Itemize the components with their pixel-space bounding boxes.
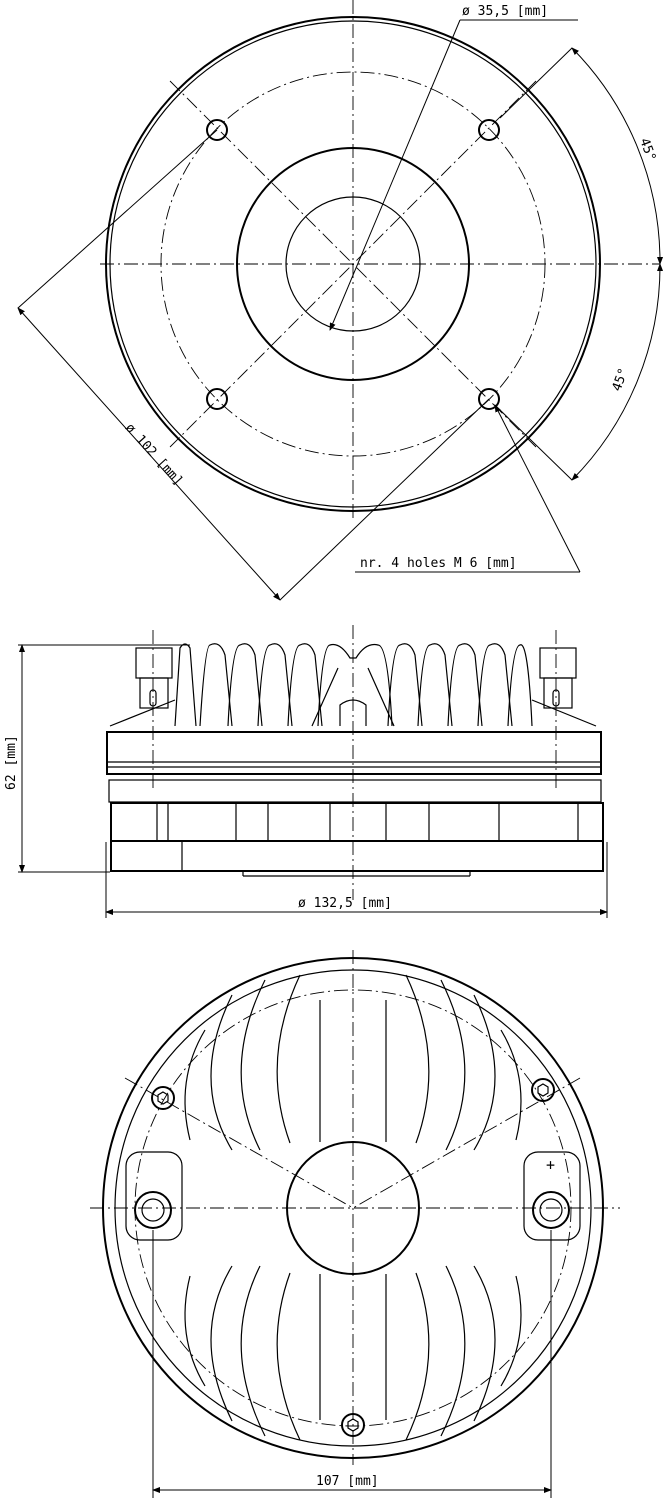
bolt-circle-dimension-line: [17, 307, 281, 601]
terminal-positive: +: [523, 1151, 581, 1241]
mounting-hole: [478, 388, 500, 410]
dim-outer-diameter: ø 132,5 [mm]: [298, 896, 392, 911]
positive-sign: +: [546, 1156, 555, 1174]
top-view: ø 35,5 [mm] 45° 45° ø 102 [mm] nr. 4 hol…: [17, 0, 664, 601]
angle-label-lower: 45°: [610, 366, 632, 393]
mounting-hole: [478, 119, 500, 141]
angle-arc-lower: [571, 263, 664, 481]
rear-cap: [242, 871, 471, 877]
inner-diameter-leader: [329, 19, 461, 331]
bolt-circle-extension-line: [279, 398, 490, 601]
ring: [108, 779, 602, 803]
mounting-hole: [206, 119, 228, 141]
hex-socket-icon: [347, 1418, 359, 1432]
bolt-circle-extension-line: [17, 129, 218, 309]
terminal-left: [135, 647, 173, 709]
angle-label-upper: 45°: [636, 136, 658, 163]
bolt-hole-bottom: [341, 1413, 365, 1437]
bolt-hole-centerline: [352, 1077, 581, 1209]
angle-arc-upper: [571, 47, 664, 265]
hex-socket-icon: [157, 1091, 169, 1105]
angle-extension-line: [499, 47, 573, 119]
magnet: [110, 802, 604, 842]
bolt-hole-centerline: [124, 1077, 354, 1209]
dim-inner-diameter: ø 35,5 [mm]: [462, 4, 548, 19]
holes-note: nr. 4 holes M 6 [mm]: [360, 556, 517, 571]
bolt-hole-left: [151, 1086, 175, 1110]
rear-fins: [184, 974, 522, 1441]
magnet-segment-lines: [156, 803, 579, 841]
terminal-negative: [125, 1151, 183, 1241]
front-flange: [106, 731, 602, 775]
bottom-view: + 107 [mm]: [90, 950, 620, 1498]
diagonal-centerline: [169, 80, 537, 448]
dim-terminal-spacing: 107 [mm]: [316, 1474, 379, 1489]
heatsink-fins: [109, 643, 597, 727]
angle-extension-line: [499, 409, 573, 481]
back-plate: [110, 840, 604, 872]
hex-socket-icon: [537, 1083, 549, 1097]
dim-height: 62 [mm]: [4, 735, 19, 790]
side-view: 62 [mm] ø 132,5 [mm]: [4, 625, 608, 918]
bolt-hole-right: [531, 1078, 555, 1102]
holes-note-leader: [494, 404, 581, 573]
terminal-right: [539, 647, 577, 709]
mounting-hole: [206, 388, 228, 410]
